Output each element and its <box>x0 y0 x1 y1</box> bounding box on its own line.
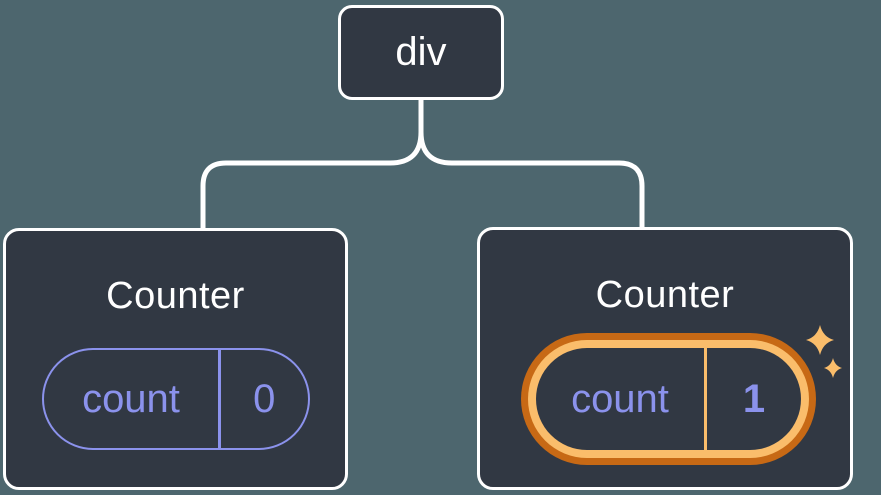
state-name: count <box>82 376 180 421</box>
sparkle-small-icon <box>824 358 842 378</box>
state-highlight-ring-inner: count 1 <box>528 340 809 458</box>
counter-card-right: Counter count 1 <box>477 227 853 490</box>
state-name: count <box>571 376 669 421</box>
pill-divider <box>704 348 707 450</box>
pill-divider <box>218 350 221 448</box>
connector-right-branch <box>418 100 645 227</box>
root-node-label: div <box>395 30 447 74</box>
counter-title: Counter <box>106 275 245 317</box>
state-pill: count 1 <box>536 348 801 450</box>
state-value: 1 <box>742 376 766 421</box>
state-pill: count 0 <box>42 348 310 450</box>
sparkles-icon <box>806 325 842 378</box>
sparkle-large-icon <box>806 325 834 355</box>
root-node-div: div <box>338 5 504 100</box>
counter-card-left: Counter count 0 <box>3 228 348 490</box>
state-highlight-ring: count 1 <box>521 333 816 465</box>
state-value: 0 <box>253 376 276 421</box>
connector-left-branch <box>200 100 424 228</box>
counter-title: Counter <box>595 274 735 316</box>
